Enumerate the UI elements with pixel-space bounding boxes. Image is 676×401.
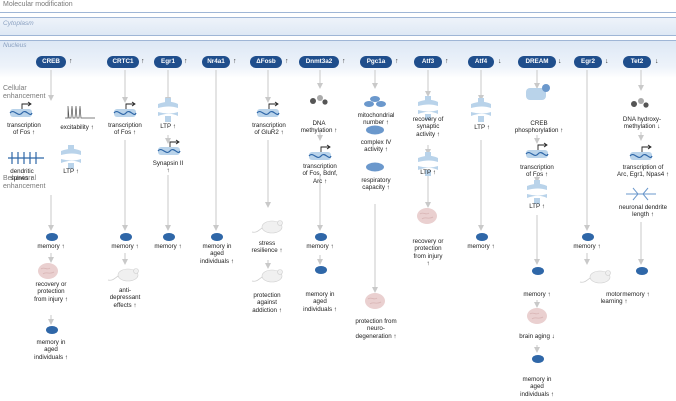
molecular-band: [0, 0, 676, 14]
header-nucleus: Nucleus: [3, 42, 27, 49]
pill-dream: DREAM: [518, 56, 556, 68]
dir-nr4a1: ↑: [233, 58, 237, 65]
label-dnmt-aged: memory in aged individuals ↑: [303, 291, 337, 313]
label-creb-ltp: LTP ↑: [63, 168, 79, 175]
brain-icon: [315, 233, 327, 241]
pill-atf3: Atf3: [414, 56, 442, 68]
nuclear-envelope: [0, 35, 676, 41]
label-dfosb-stress: stress resilience ↑: [251, 240, 283, 255]
pill-dnmt3a2: Dnmt3a2: [299, 56, 339, 68]
label-creb-spines: dendritic spines ↑: [10, 168, 34, 183]
brain-icon: [315, 266, 327, 274]
label-atf4-ltp: LTP ↑: [474, 124, 490, 131]
header-cytoplasm: Cytoplasm: [3, 20, 34, 27]
pill-pgc1a: Pgc1a: [360, 56, 392, 68]
label-egr1-synapsin: Synapsin II ↑: [152, 160, 184, 175]
label-dfosb-glur2: transcription of GluR2 ↑: [252, 122, 286, 137]
brain-icon: [120, 233, 132, 241]
label-dnmt-memory: memory ↑: [306, 243, 334, 250]
label-creb-fos: transcription of Fos ↑: [7, 122, 41, 137]
label-tet2-dendrite: neuronal dendrite length ↑: [618, 204, 668, 219]
pill-crtc1: CRTC1: [107, 56, 139, 68]
label-tet2-transcription: transcription of Arc, Egr1, Npas4 ↑: [617, 164, 669, 179]
brain-icon: [163, 233, 175, 241]
dir-dream: ↓: [558, 58, 562, 65]
dir-egr1: ↑: [184, 58, 188, 65]
label-creb-recovery: recovery or protection from injury ↑: [34, 281, 68, 303]
label-crtc1-fos: transcription of Fos ↑: [108, 122, 142, 137]
cytoplasm-band: [0, 18, 676, 35]
dir-tet2: ↓: [655, 58, 659, 65]
pill-tet2: Tet2: [623, 56, 651, 68]
header-behavioral: Behavioral enhancement: [3, 175, 46, 190]
brain-icon: [636, 267, 648, 275]
label-pgc-complex: complex IV activity ↑: [360, 139, 392, 154]
label-creb-aged: memory in aged individuals ↑: [34, 339, 68, 361]
label-crtc1-memory: memory ↑: [111, 243, 139, 250]
label-atf3-injury: recovery or protection from injury ↑: [412, 238, 444, 268]
label-egr2-memory: memory ↑: [573, 243, 601, 250]
dir-atf4: ↓: [498, 58, 502, 65]
label-atf3-synaptic: recovery of synaptic activity ↑: [412, 116, 444, 138]
label-pgc-neuro: protection from neuro- degeneration ↑: [355, 318, 397, 340]
pill-atf4: Atf4: [468, 56, 494, 68]
header-molecular: Molecular modification: [3, 1, 73, 8]
label-egr1-ltp: LTP ↑: [160, 123, 176, 130]
label-dream-ltp: LTP ↑: [529, 203, 545, 210]
pill-egr2: Egr2: [574, 56, 602, 68]
brain-icon: [46, 326, 58, 334]
label-dream-memory: memory ↑: [523, 291, 551, 298]
label-creb-memory: memory ↑: [37, 243, 65, 250]
label-crtc1-antidepressant: anti- depressant effects ↑: [109, 287, 141, 309]
brain-icon: [582, 233, 594, 241]
dir-atf3: ↑: [445, 58, 449, 65]
brain-icon: [532, 355, 544, 363]
label-atf4-memory: memory ↑: [467, 243, 495, 250]
brain-icon: [211, 233, 223, 241]
membrane-line: [0, 12, 676, 18]
dir-dfosb: ↑: [285, 58, 289, 65]
label-tet2-memory: memory ↑: [622, 291, 650, 298]
label-dnmt-transcription: transcription of Fos, Bdnf, Arc ↑: [302, 163, 338, 185]
label-dream-aging: brain aging ↓: [519, 333, 555, 340]
dir-egr2: ↓: [605, 58, 609, 65]
label-dfosb-addiction: protection against addiction ↑: [252, 292, 282, 314]
label-nr4a1-aged: memory in aged individuals ↑: [200, 243, 234, 265]
dir-pgc1a: ↑: [395, 58, 399, 65]
pill-egr1: Egr1: [154, 56, 182, 68]
brain-icon: [532, 267, 544, 275]
pill-nr4a1: Nr4a1: [202, 56, 230, 68]
header-cellular: Cellular enhancement: [3, 85, 46, 100]
label-atf3-ltp: LTP ↑: [420, 169, 436, 176]
label-dream-fos: transcription of Fos ↑: [520, 164, 554, 179]
label-pgc-respiratory: respiratory capacity ↑: [361, 177, 391, 192]
label-dnmt-methylation: DNA methylation ↑: [300, 120, 338, 135]
label-creb-excitability: excitability ↑: [60, 124, 94, 131]
label-egr2-motor: motor learning ↑: [600, 291, 628, 306]
dir-crtc1: ↑: [141, 58, 145, 65]
brain-icon: [476, 233, 488, 241]
label-dream-creb: CREB phosphorylation ↑: [514, 120, 564, 135]
pill-creb: CREB: [36, 56, 66, 68]
dir-creb: ↑: [69, 58, 73, 65]
dir-dnmt3a2: ↑: [342, 58, 346, 65]
label-dream-aged: memory in aged individuals ↑: [520, 376, 554, 398]
label-pgc-mito: mitochondrial number ↑: [357, 112, 395, 127]
brain-icon: [46, 233, 58, 241]
pill-dfosb: ΔFosb: [250, 56, 282, 68]
label-tet2-hydroxy: DNA hydroxy- methylation ↓: [622, 116, 662, 131]
label-egr1-memory: memory ↑: [154, 243, 182, 250]
